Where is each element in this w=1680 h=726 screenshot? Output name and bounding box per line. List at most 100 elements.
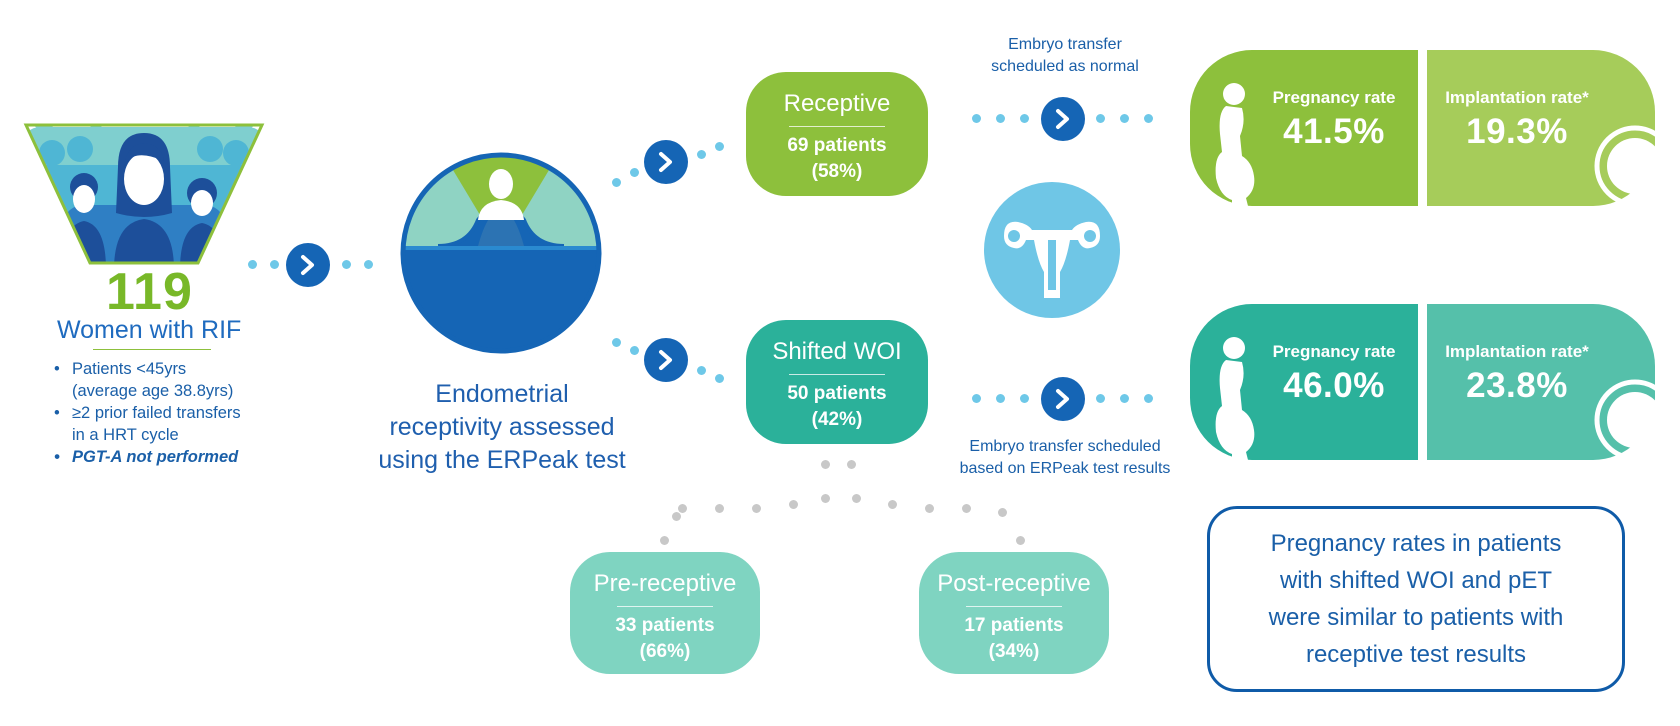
branch-dot (998, 508, 1007, 517)
connector-dot (972, 394, 981, 403)
caption-line: based on ERPeak test results (959, 460, 1171, 477)
connector-dot (1144, 394, 1153, 403)
connector-dot (612, 178, 621, 187)
test-description: Endometrial receptivity assessed using t… (372, 378, 632, 477)
criteria-item-cont: (average age 38.8yrs) (72, 382, 234, 400)
chevron-right-icon (286, 243, 330, 287)
connector-dot (996, 114, 1005, 123)
shifted-title: Shifted WOI (772, 338, 902, 365)
post-receptive-box: Post-receptive 17 patients (34%) (919, 552, 1109, 674)
connector-dot (972, 114, 981, 123)
branch-dot (678, 504, 687, 513)
connector-dot (697, 366, 706, 375)
post-receptive-percent: (34%) (988, 641, 1040, 662)
pregnancy-rate-card-top: Pregnancy rate 41.5% (1190, 50, 1418, 206)
connector-dot (248, 260, 257, 269)
connector-dot (270, 260, 279, 269)
criteria-list: Patients <45yrs (average age 38.8yrs) ≥2… (52, 358, 302, 468)
receptivity-dial-icon (400, 152, 602, 354)
divider (789, 374, 885, 375)
divider (789, 126, 885, 127)
branch-dot (852, 494, 861, 503)
branch-dot (888, 500, 897, 509)
pre-receptive-title: Pre-receptive (593, 570, 737, 597)
chevron-right-icon (644, 140, 688, 184)
caption-line: Embryo transfer (1008, 36, 1122, 53)
connector-dot (612, 338, 621, 347)
criteria-item-cont: in a HRT cycle (72, 426, 179, 444)
women-title-rule (93, 349, 211, 350)
pregnancy-rate-label: Pregnancy rate (1272, 342, 1396, 361)
connector-dot (1096, 114, 1105, 123)
receptive-title: Receptive (783, 90, 891, 117)
pregnancy-rate-label: Pregnancy rate (1272, 88, 1396, 107)
pre-receptive-percent: (66%) (639, 641, 691, 662)
caption-line: scheduled as normal (991, 58, 1139, 75)
shifted-percent: (42%) (811, 409, 863, 430)
uterus-icon (984, 182, 1120, 318)
conclusion-line: were similar to patients with (1268, 604, 1564, 631)
connector-dot (715, 142, 724, 151)
caption-line: Embryo transfer scheduled (969, 438, 1161, 455)
shifted-woi-box: Shifted WOI 50 patients (42%) (746, 320, 928, 444)
test-line: using the ERPeak test (378, 446, 626, 474)
connector-dot (1120, 394, 1129, 403)
connector-dot (1144, 114, 1153, 123)
implantation-rate-card-top: Implantation rate* 19.3% (1427, 50, 1657, 206)
pregnancy-rate-value: 41.5% (1283, 112, 1385, 151)
pregnancy-rate-card-bottom: Pregnancy rate 46.0% (1190, 304, 1418, 460)
pre-receptive-box: Pre-receptive 33 patients (66%) (570, 552, 760, 674)
pregnancy-rate-value: 46.0% (1283, 366, 1385, 405)
conclusion-line: with shifted WOI and pET (1279, 567, 1553, 594)
connector-dot (630, 168, 639, 177)
connector-dot (1120, 114, 1129, 123)
test-line: receptivity assessed (389, 413, 615, 441)
test-line: Endometrial (435, 380, 569, 408)
divider (966, 606, 1062, 607)
branch-dot (1016, 536, 1025, 545)
branch-dot (752, 504, 761, 513)
embryo-icon (1594, 125, 1657, 206)
shifted-patients: 50 patients (787, 383, 887, 404)
branch-dot (925, 504, 934, 513)
connector-dot (364, 260, 373, 269)
branch-dot (821, 460, 830, 469)
connector-dot (342, 260, 351, 269)
caption-bottom: Embryo transfer scheduled based on ERPea… (940, 436, 1190, 480)
divider (617, 606, 713, 607)
connector-dot (630, 346, 639, 355)
women-count: 119 (106, 263, 193, 321)
post-receptive-patients: 17 patients (964, 615, 1064, 636)
connector-dot (1096, 394, 1105, 403)
implantation-rate-label: Implantation rate* (1445, 342, 1589, 361)
implantation-rate-value: 23.8% (1466, 366, 1568, 405)
connector-dot (1020, 394, 1029, 403)
receptive-box: Receptive 69 patients (58%) (746, 72, 928, 196)
pregnant-woman-icon (1215, 83, 1255, 206)
women-title: Women with RIF (57, 316, 242, 344)
conclusion-box: Pregnancy rates in patients with shifted… (1207, 506, 1625, 692)
branch-dot (962, 504, 971, 513)
connector-dot (697, 150, 706, 159)
branch-dot (660, 536, 669, 545)
pregnant-woman-icon (1215, 337, 1255, 460)
women-group-icon (23, 123, 265, 265)
criteria-item: PGT-A not performed (52, 446, 302, 468)
criteria-item: Patients <45yrs (52, 358, 302, 380)
embryo-icon (1594, 379, 1657, 460)
conclusion-line: Pregnancy rates in patients (1270, 530, 1562, 557)
connector-dot (1020, 114, 1029, 123)
branch-dot (821, 494, 830, 503)
branch-dot (789, 500, 798, 509)
conclusion-line: receptive test results (1305, 641, 1527, 668)
implantation-rate-value: 19.3% (1466, 112, 1568, 151)
chevron-right-icon (1041, 97, 1085, 141)
implantation-rate-card-bottom: Implantation rate* 23.8% (1427, 304, 1657, 460)
criteria-item: ≥2 prior failed transfers (52, 402, 302, 424)
chevron-right-icon (644, 338, 688, 382)
connector-dot (996, 394, 1005, 403)
receptive-percent: (58%) (811, 161, 863, 182)
connector-dot (715, 374, 724, 383)
branch-dot (847, 460, 856, 469)
caption-top: Embryo transfer scheduled as normal (965, 34, 1165, 78)
